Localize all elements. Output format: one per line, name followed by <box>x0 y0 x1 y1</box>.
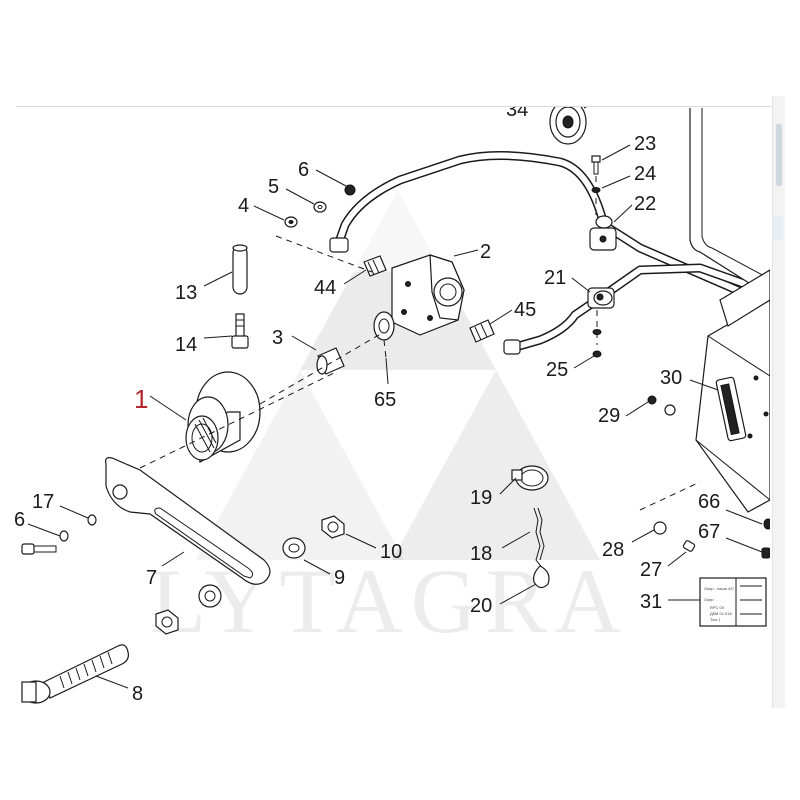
washer-25a[interactable] <box>592 329 602 335</box>
pin-13[interactable] <box>232 244 248 295</box>
nut-10[interactable] <box>321 515 345 539</box>
washer-28[interactable] <box>653 521 667 535</box>
washer-5[interactable] <box>313 201 327 213</box>
callout-2[interactable]: 2 <box>480 241 491 263</box>
nut-25[interactable] <box>592 350 602 358</box>
callout-20[interactable]: 20 <box>470 595 492 617</box>
pipe-fitting-upper[interactable] <box>329 237 349 253</box>
callout-28[interactable]: 28 <box>602 539 624 561</box>
threaded-bolt-8[interactable] <box>21 644 129 704</box>
nut-6[interactable] <box>344 184 356 196</box>
chain-18[interactable] <box>533 507 545 571</box>
callout-1[interactable]: 1 <box>134 384 148 414</box>
operator-manual-31[interactable]: Омгр - наша АП Омгр RPC 00 ДКМ 01.018 То… <box>699 577 767 627</box>
washer-29[interactable] <box>647 395 676 416</box>
linch-pin-20[interactable] <box>533 565 550 589</box>
fitting-45[interactable] <box>469 319 495 343</box>
coupling-1[interactable] <box>185 371 261 463</box>
level-indicator-30[interactable] <box>715 375 769 442</box>
washer-17[interactable] <box>87 514 97 526</box>
scrollbar-button[interactable] <box>773 216 783 240</box>
bolt-6-left[interactable] <box>21 543 57 555</box>
pressure-gauge[interactable] <box>549 100 596 145</box>
vertical-scrollbar[interactable] <box>772 96 785 708</box>
callout-13[interactable]: 13 <box>175 282 197 304</box>
callout-3[interactable]: 3 <box>272 327 283 349</box>
gear-pump[interactable] <box>373 254 465 341</box>
screw-27[interactable] <box>682 540 696 552</box>
callout-6-top[interactable]: 6 <box>298 159 309 181</box>
pipe-clamp-22[interactable] <box>589 215 617 251</box>
callout-31[interactable]: 31 <box>640 591 662 613</box>
callout-17[interactable]: 17 <box>32 491 54 513</box>
callout-45[interactable]: 45 <box>514 299 536 321</box>
part-67[interactable] <box>761 547 770 559</box>
callout-65[interactable]: 65 <box>374 389 396 411</box>
callout-67[interactable]: 67 <box>698 521 720 543</box>
part-66[interactable] <box>763 518 770 530</box>
watermark-text: LYTAGRA <box>150 550 629 652</box>
bushing-3[interactable] <box>316 347 345 375</box>
callout-66[interactable]: 66 <box>698 491 720 513</box>
callout-34[interactable]: 34 <box>506 99 528 121</box>
callout-4[interactable]: 4 <box>238 195 249 217</box>
callout-14[interactable]: 14 <box>175 334 197 356</box>
callout-27[interactable]: 27 <box>640 559 662 581</box>
washer-9[interactable] <box>282 537 306 559</box>
callout-21[interactable]: 21 <box>544 267 566 289</box>
nut-lower[interactable] <box>155 609 179 635</box>
pipe-clamp-21[interactable] <box>587 287 615 309</box>
torque-arm-7[interactable] <box>105 457 271 585</box>
scrollbar-thumb[interactable] <box>776 124 782 186</box>
callout-44[interactable]: 44 <box>314 277 336 299</box>
housing-cabinet <box>689 108 770 513</box>
washer-6-left[interactable] <box>59 530 69 542</box>
callout-9[interactable]: 9 <box>334 567 345 589</box>
callout-7[interactable]: 7 <box>146 567 157 589</box>
callout-5[interactable]: 5 <box>268 176 279 198</box>
callout-25[interactable]: 25 <box>546 359 568 381</box>
callout-labels: 1 2 3 4 5 6 6 7 8 9 10 13 14 17 18 19 20… <box>14 99 720 705</box>
callout-24[interactable]: 24 <box>634 163 656 185</box>
leader-lines <box>27 144 763 689</box>
exploded-parts-diagram: LYTAGRA <box>14 99 770 705</box>
callout-30[interactable]: 30 <box>660 367 682 389</box>
callout-8[interactable]: 8 <box>132 683 143 705</box>
svg-text:ДКМ 01.018: ДКМ 01.018 <box>710 611 732 616</box>
hydraulic-pipe-lower[interactable] <box>507 263 767 353</box>
callout-18[interactable]: 18 <box>470 543 492 565</box>
callout-29[interactable]: 29 <box>598 405 620 427</box>
callout-22[interactable]: 22 <box>634 193 656 215</box>
washer-lower[interactable] <box>198 584 222 608</box>
viewer-top-divider <box>16 106 772 107</box>
callout-19[interactable]: 19 <box>470 487 492 509</box>
callout-23[interactable]: 23 <box>634 133 656 155</box>
bolt-14[interactable] <box>231 313 249 349</box>
pipe-fitting-lower[interactable] <box>503 339 521 355</box>
svg-text:Том 1: Том 1 <box>710 617 721 622</box>
hydraulic-pipe-upper[interactable] <box>333 150 765 305</box>
callout-10[interactable]: 10 <box>380 541 402 563</box>
callout-6-left[interactable]: 6 <box>14 509 25 531</box>
svg-text:Омгр: Омгр <box>704 597 714 602</box>
svg-text:RPC 00: RPC 00 <box>710 605 725 610</box>
screw-23[interactable] <box>591 155 601 175</box>
svg-text:Омгр - наша АП: Омгр - наша АП <box>704 586 734 591</box>
washer-4[interactable] <box>284 216 298 228</box>
